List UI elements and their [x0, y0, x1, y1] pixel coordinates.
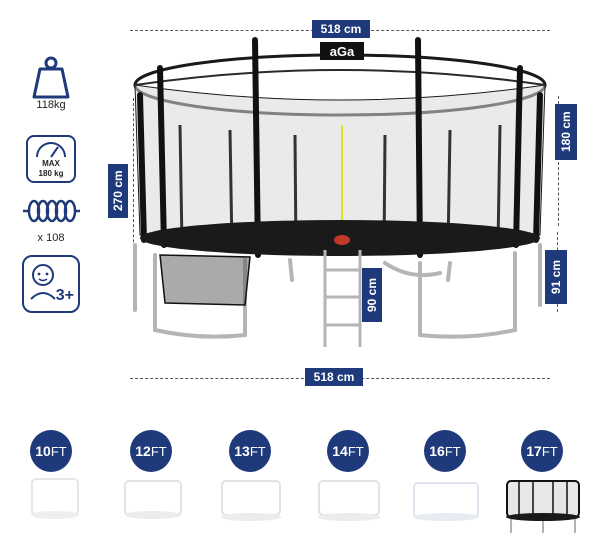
bottom-width-label: 518 cm	[305, 368, 363, 386]
weight-value: 118kg	[36, 99, 66, 111]
brand-logo: aGa	[330, 44, 355, 59]
total-height-line	[133, 98, 134, 308]
age-value: 3+	[55, 287, 74, 304]
scale-icon: MAX 180 kg	[26, 135, 76, 183]
trampoline-illustration: aGa	[133, 37, 547, 347]
size-thumbnail-16ft[interactable]	[402, 475, 490, 537]
spec-max-load: MAX 180 kg	[16, 135, 86, 185]
spec-age: 3+	[16, 255, 86, 315]
springs-value: x 108	[37, 232, 65, 244]
top-width-label: 518 cm	[312, 20, 370, 38]
size-thumbnail-10ft[interactable]	[8, 475, 96, 537]
child-icon-box: 3+	[22, 255, 80, 313]
size-thumbnail-12ft[interactable]	[107, 475, 195, 537]
size-thumbnail-14ft[interactable]	[305, 475, 393, 537]
spec-springs: x 108	[16, 198, 86, 246]
child-icon	[30, 264, 56, 300]
spec-weight: 118kg	[16, 55, 86, 115]
max-load-value: 180 kg	[38, 169, 64, 178]
size-thumbnail-13ft[interactable]	[206, 475, 294, 537]
max-label: MAX	[42, 159, 60, 168]
gauge-icon	[36, 142, 66, 158]
size-thumbnail-17ft[interactable]	[499, 475, 587, 537]
spring-icon	[23, 199, 80, 223]
net-height-line	[558, 96, 559, 226]
weight-icon	[32, 56, 70, 99]
